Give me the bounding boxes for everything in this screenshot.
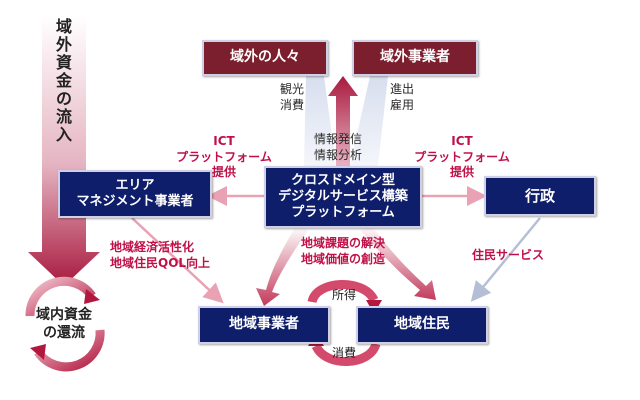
thin-arrows: [131, 186, 541, 304]
inflow-char: 入: [55, 125, 72, 144]
inflow-char: 域: [55, 17, 72, 36]
info-send-analyze-label: 情報発信 情報分析: [313, 132, 362, 162]
resident-services-label: 住民サービス: [472, 248, 545, 262]
outer-business-box: 域外事業者: [352, 40, 478, 76]
circulation-ring: [25, 276, 105, 372]
tourism-consumption-label: 観光 消費: [279, 82, 304, 112]
circulation-label: 域内資金 の還流: [36, 307, 92, 342]
regional-activation-label: 地域経済活性化 地域住民QOL向上: [110, 240, 211, 270]
inflow-char: 流: [55, 107, 72, 126]
local-business-box: 地域事業者: [198, 306, 330, 344]
inflow-label: 域 外 資 金 の 流 入: [52, 18, 76, 144]
outer-people-box: 域外の人々: [202, 40, 328, 76]
inflow-char: 資: [55, 53, 72, 72]
local-residents-box: 地域住民: [356, 306, 488, 344]
up-arrow: [328, 76, 358, 166]
gray-arrows-top: [304, 76, 388, 166]
inflow-char: 外: [55, 35, 72, 54]
inflow-arrow: [28, 16, 100, 286]
ict-platform-right-label: ICT プラットフォーム 提供: [414, 134, 510, 180]
area-management-box: エリア マネジメント事業者: [58, 170, 212, 218]
regional-issues-label: 地域課題の解決 地域価値の創造: [300, 236, 385, 266]
government-box: 行政: [484, 176, 596, 216]
inflow-char: 金: [55, 71, 72, 90]
ict-platform-left-label: ICT プラットフォーム 提供: [176, 134, 272, 180]
inflow-char: の: [55, 89, 72, 108]
advance-employment-label: 進出 雇用: [389, 82, 414, 112]
consumption-label: 消費: [332, 346, 357, 360]
platform-box: クロスドメイン型 デジタルサービス構築 プラットフォーム: [264, 166, 422, 228]
down-arrows: [256, 226, 436, 306]
income-label: 所得: [332, 288, 357, 302]
